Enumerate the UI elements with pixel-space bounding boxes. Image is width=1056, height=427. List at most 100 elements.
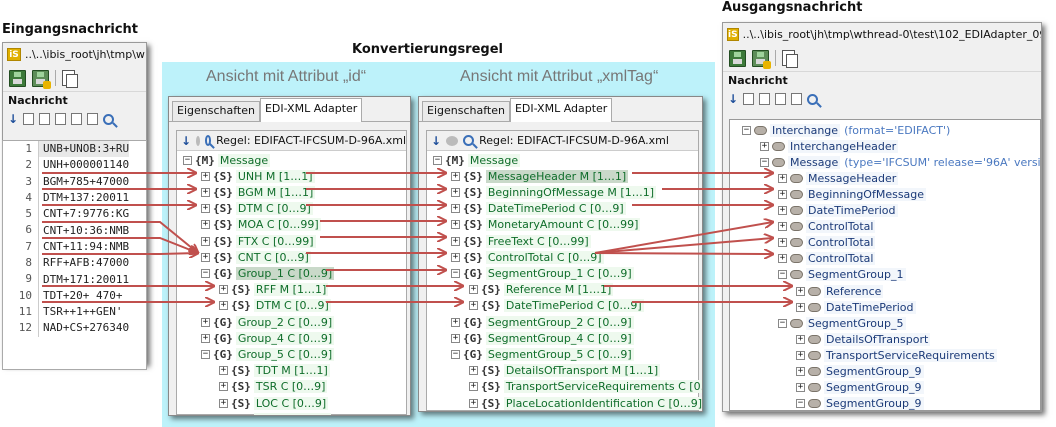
tab-properties[interactable]: Eigenschaften — [172, 101, 260, 121]
expand-icon[interactable]: + — [778, 221, 787, 232]
tree-node[interactable]: +ControlTotal — [778, 235, 876, 251]
gear-icon[interactable] — [196, 135, 200, 146]
expand-icon[interactable]: + — [796, 285, 805, 296]
expand-icon[interactable]: + — [796, 301, 805, 312]
tree-node[interactable]: +DetailsOfTransport — [796, 331, 931, 347]
arrow-down-icon[interactable]: ↓ — [431, 133, 442, 148]
import-icon[interactable] — [791, 93, 803, 105]
tree-node[interactable]: −SegmentGroup_5 — [778, 315, 906, 331]
tree-node[interactable]: +InterchangeHeader — [760, 138, 899, 154]
expand-icon[interactable]: + — [201, 170, 210, 181]
tree-node[interactable]: −SegmentGroup_9 — [796, 396, 924, 411]
save-icon[interactable] — [9, 69, 26, 87]
collapse-icon[interactable]: − — [796, 398, 805, 409]
tree-node[interactable]: +BeginningOfMessage — [778, 186, 927, 202]
collapse-icon[interactable]: − — [760, 156, 769, 167]
expand-icon[interactable]: + — [469, 381, 478, 392]
hex-view-icon[interactable] — [775, 93, 787, 105]
expand-icon[interactable]: + — [778, 172, 787, 183]
tree-node[interactable]: +{S}DateTimePeriod C [0…9] — [451, 201, 626, 217]
expand-icon[interactable]: + — [219, 284, 228, 295]
search-icon[interactable] — [463, 135, 475, 146]
tree-node[interactable]: +{S}FreeText C [0…99] — [451, 233, 591, 249]
expand-icon[interactable]: + — [469, 284, 478, 295]
expand-icon[interactable]: + — [451, 170, 460, 181]
tree-node[interactable]: −Interchange(format='EDIFACT') — [742, 122, 950, 138]
web-icon[interactable] — [87, 113, 99, 125]
tree-node[interactable]: −{G}SegmentGroup_1 C [0…9] — [451, 265, 634, 281]
tree-node[interactable]: −{G}Group_5 C [0…9] — [201, 346, 335, 362]
tree-node[interactable]: −SegmentGroup_1 — [778, 267, 906, 283]
tree-node[interactable]: +{S}Reference M [1…1] — [469, 282, 614, 298]
expand-icon[interactable]: + — [219, 300, 228, 311]
hex-view-icon[interactable] — [55, 113, 67, 125]
collapse-icon[interactable]: − — [451, 267, 460, 278]
expand-icon[interactable]: + — [451, 186, 460, 197]
expand-icon[interactable]: + — [796, 333, 805, 344]
tree-node[interactable]: +{G}SegmentGroup_2 C [0…9] — [451, 314, 634, 330]
tree-node[interactable]: +{S}RFF M [1…1] — [219, 282, 329, 298]
tree-node[interactable]: +{S}DTM C [0…9] — [219, 298, 331, 314]
collapse-icon[interactable]: − — [451, 348, 460, 359]
expand-icon[interactable]: + — [219, 397, 228, 408]
tree-node[interactable]: +{S}PlaceLocationIdentification C [0…9] — [469, 395, 702, 411]
tree-node[interactable]: −{M}Message — [183, 152, 271, 168]
expand-icon[interactable]: + — [778, 205, 787, 215]
expand-icon[interactable]: + — [201, 332, 210, 343]
arrow-down-icon[interactable]: ↓ — [8, 112, 19, 126]
gear-icon[interactable] — [446, 135, 459, 146]
expand-icon[interactable]: + — [760, 140, 769, 151]
search-icon[interactable] — [103, 113, 115, 125]
expand-icon[interactable]: + — [201, 203, 210, 214]
tree-node[interactable]: −{G}SegmentGroup_5 C [0…9] — [451, 346, 634, 362]
tree-node[interactable]: +{S}MOA C [0…99] — [201, 217, 321, 233]
expand-icon[interactable]: + — [796, 349, 805, 360]
save-locked-icon[interactable] — [752, 49, 771, 69]
expand-icon[interactable]: + — [778, 188, 787, 199]
tree-node[interactable]: +{S}DTM C [0…9] — [201, 201, 313, 217]
tree-view-icon[interactable] — [743, 93, 755, 105]
copy-icon[interactable] — [62, 70, 78, 88]
expand-icon[interactable]: + — [451, 316, 460, 327]
expand-icon[interactable]: + — [201, 186, 210, 197]
copy-icon[interactable] — [782, 50, 798, 68]
tree-node[interactable]: +ControlTotal — [778, 251, 876, 267]
collapse-icon[interactable]: − — [201, 267, 210, 278]
expand-icon[interactable]: + — [451, 219, 460, 230]
expand-icon[interactable]: + — [469, 397, 478, 408]
expand-icon[interactable]: + — [796, 382, 805, 393]
tree-node[interactable]: +ControlTotal — [778, 219, 876, 235]
expand-icon[interactable]: + — [778, 237, 787, 248]
tree-node[interactable]: +TransportServiceRequirements — [796, 347, 997, 363]
tab-edi-xml-adapter[interactable]: EDI-XML Adapter — [259, 98, 363, 122]
tree-node[interactable]: +{S}UNH M [1…1] — [201, 168, 315, 184]
expand-icon[interactable]: + — [219, 414, 228, 415]
tree-node[interactable]: +SegmentGroup_9 — [796, 364, 924, 380]
tree-node[interactable]: +{S}CNT C [0…9] — [201, 249, 311, 265]
tree-node[interactable]: +{S}ControlTotal C [0…9] — [451, 249, 604, 265]
collapse-icon[interactable]: − — [742, 124, 751, 135]
expand-icon[interactable]: + — [219, 365, 228, 376]
tree-node[interactable]: +MessageHeader — [778, 170, 899, 186]
edi-icon[interactable] — [23, 113, 35, 125]
expand-icon[interactable]: + — [451, 203, 460, 214]
tree-node[interactable]: −Message(type='IFCSUM' release='96A' ver… — [760, 154, 1041, 170]
expand-icon[interactable]: + — [201, 251, 210, 262]
save-icon[interactable] — [729, 49, 746, 67]
tree-node[interactable]: +{S}MonetaryAmount C [0…99] — [451, 217, 641, 233]
tree-node[interactable]: +Reference — [796, 283, 884, 299]
tab-edi-xml-adapter[interactable]: EDI-XML Adapter — [509, 98, 613, 122]
expand-icon[interactable]: + — [201, 235, 210, 246]
tree-node[interactable]: −{G}Group_1 C [0…9] — [201, 265, 335, 281]
